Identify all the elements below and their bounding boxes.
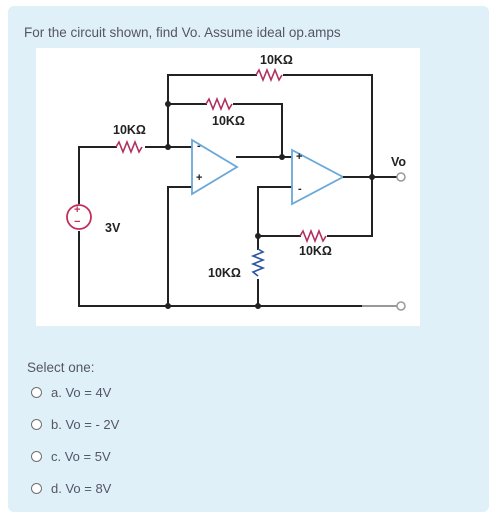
label-source-voltage: 3V <box>105 221 121 235</box>
label-r-ground: 10KΩ <box>299 244 332 258</box>
option-d[interactable]: d. Vo = 8V <box>31 479 111 497</box>
option-c[interactable]: c. Vo = 5V <box>31 447 111 465</box>
resistor-feedback <box>205 96 233 112</box>
circuit-diagram: 10KΩ 10KΩ 10KΩ 10KΩ 10KΩ 3V Vo + − - + +… <box>36 48 420 326</box>
opamp2-plus-sign: + <box>296 151 303 163</box>
output-terminal-vo <box>396 172 406 182</box>
option-d-label: d. Vo = 8V <box>51 480 112 496</box>
source-minus-sign: − <box>74 216 81 228</box>
resistor-input <box>115 139 143 155</box>
resistor-ground <box>299 228 327 244</box>
source-plus-sign: + <box>74 204 81 216</box>
opamp-2 <box>291 148 345 206</box>
radio-icon[interactable] <box>31 386 42 398</box>
output-terminal-ground <box>396 301 406 311</box>
option-c-label: c. Vo = 5V <box>51 448 111 464</box>
circuit-schematic <box>66 67 406 311</box>
radio-icon[interactable] <box>31 482 42 494</box>
resistor-vertical <box>250 248 266 277</box>
option-b-label: b. Vo = - 2V <box>51 416 120 432</box>
label-r-vertical: 10KΩ <box>208 266 241 280</box>
select-one-prompt: Select one: <box>27 360 95 375</box>
option-b[interactable]: b. Vo = - 2V <box>31 415 119 433</box>
opamp-1 <box>191 138 239 196</box>
label-r-input: 10KΩ <box>113 123 146 137</box>
resistor-top <box>255 67 283 83</box>
opamp2-minus-sign: - <box>298 183 302 195</box>
label-r-feedback: 10KΩ <box>212 114 245 128</box>
question-text: For the circuit shown, find Vo. Assume i… <box>24 25 341 40</box>
opamp1-plus-sign: + <box>196 172 203 184</box>
voltage-source <box>66 204 92 230</box>
opamp1-minus-sign: - <box>197 140 201 152</box>
option-a-label: a. Vo = 4V <box>51 384 112 400</box>
radio-icon[interactable] <box>31 418 42 430</box>
option-a[interactable]: a. Vo = 4V <box>31 383 111 401</box>
radio-icon[interactable] <box>31 450 42 462</box>
label-output-vo: Vo <box>391 155 407 169</box>
label-r-top: 10KΩ <box>260 53 293 67</box>
